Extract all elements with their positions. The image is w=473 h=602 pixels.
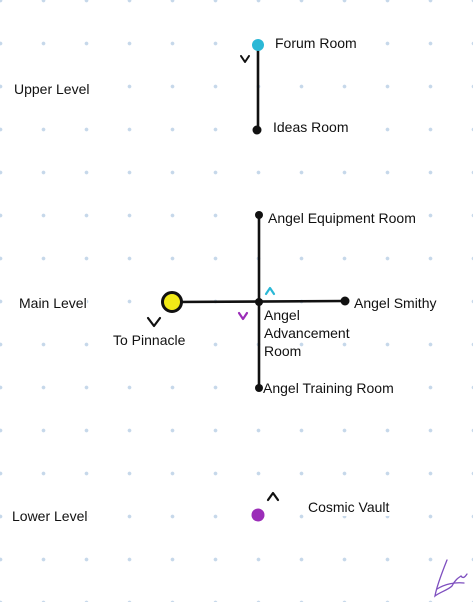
forum-room-label[interactable]: Forum Room [275,34,357,52]
cosmic-vault-label[interactable]: Cosmic Vault [308,498,390,516]
ideas-room-node[interactable] [252,125,262,135]
down-arrow-icon [237,311,249,321]
training-room-label[interactable]: Angel Training Room [263,379,394,397]
down-arrow-icon [146,316,162,328]
pinnacle-label[interactable]: To Pinnacle [113,331,186,349]
signature-icon [434,559,468,598]
entrance-marker-icon[interactable] [161,291,183,313]
equipment-room-label[interactable]: Angel Equipment Room [268,209,416,227]
advancement-room-label[interactable]: Angel Advancement Room [264,307,350,359]
upper-level-label: Upper Level [14,80,90,98]
equipment-room-node[interactable] [255,211,263,219]
advancement-room-node[interactable] [255,298,263,306]
lower-level-label: Lower Level [12,507,88,525]
smithy-label[interactable]: Angel Smithy [354,294,437,312]
up-arrow-icon [266,491,280,502]
forum-room-node[interactable] [252,39,264,51]
down-arrow-icon [240,55,250,63]
main-level-label: Main Level [19,294,87,312]
training-room-node[interactable] [255,384,263,392]
up-arrow-icon [264,286,276,296]
cosmic-vault-node[interactable] [251,508,265,522]
ideas-room-label[interactable]: Ideas Room [273,118,349,136]
smithy-node[interactable] [340,296,350,306]
